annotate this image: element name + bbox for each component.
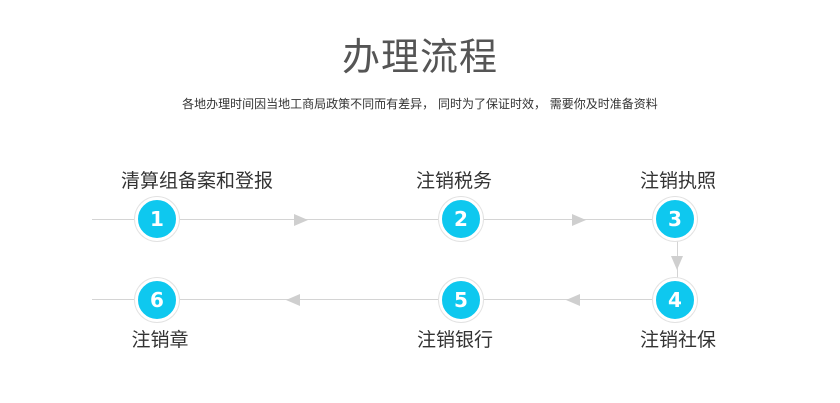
step-6-label: 注销章 xyxy=(131,329,189,351)
arrow-left-icon xyxy=(286,294,300,306)
arrow-right-icon xyxy=(572,214,586,226)
step-4-label: 注销社保 xyxy=(639,329,717,351)
step-4-circle: 4 xyxy=(653,278,697,322)
flow-line-top xyxy=(92,219,677,220)
page-subtitle: 各地办理时间因当地工商局政策不同而有差异， 同时为了保证时效， 需要你及时准备资… xyxy=(182,97,658,111)
arrow-left-icon xyxy=(566,294,580,306)
step-6-circle: 6 xyxy=(135,278,179,322)
step-2-label: 注销税务 xyxy=(415,170,493,192)
step-1-label: 清算组备案和登报 xyxy=(120,170,274,192)
page-title: 办理流程 xyxy=(341,35,498,79)
step-3-label: 注销执照 xyxy=(639,170,717,192)
arrow-right-icon xyxy=(294,214,308,226)
step-3-circle: 3 xyxy=(653,197,697,241)
step-5-circle: 5 xyxy=(439,278,483,322)
flow-line-bottom xyxy=(92,299,677,300)
step-2-circle: 2 xyxy=(439,197,483,241)
step-5-label: 注销银行 xyxy=(416,329,494,351)
arrow-down-icon xyxy=(671,256,683,270)
step-1-circle: 1 xyxy=(135,197,179,241)
